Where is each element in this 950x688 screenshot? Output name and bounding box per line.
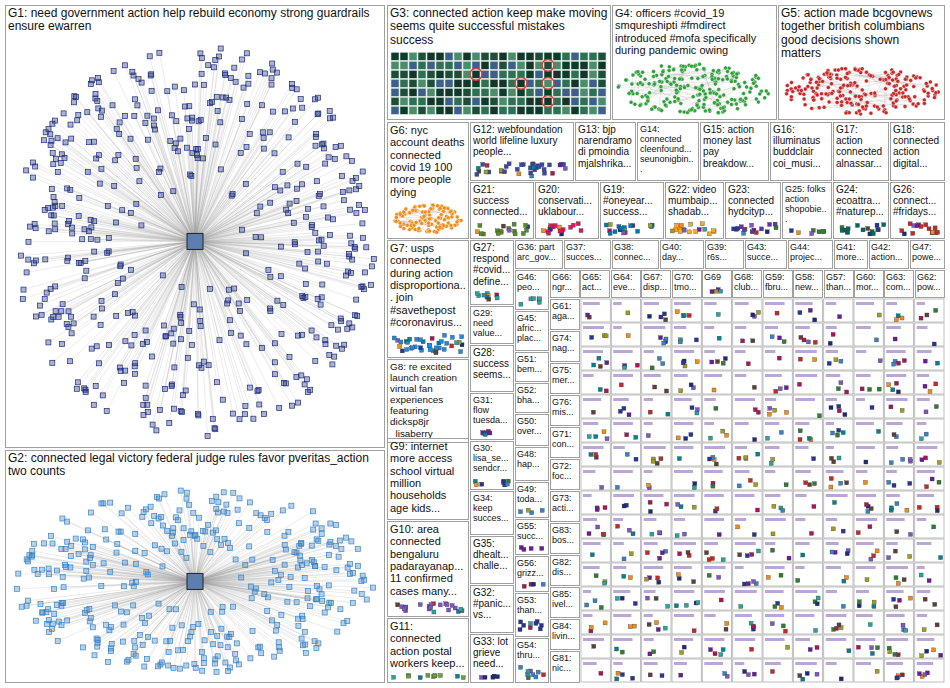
graph-canvas: G1: need government action help rebuild … xyxy=(0,0,950,688)
